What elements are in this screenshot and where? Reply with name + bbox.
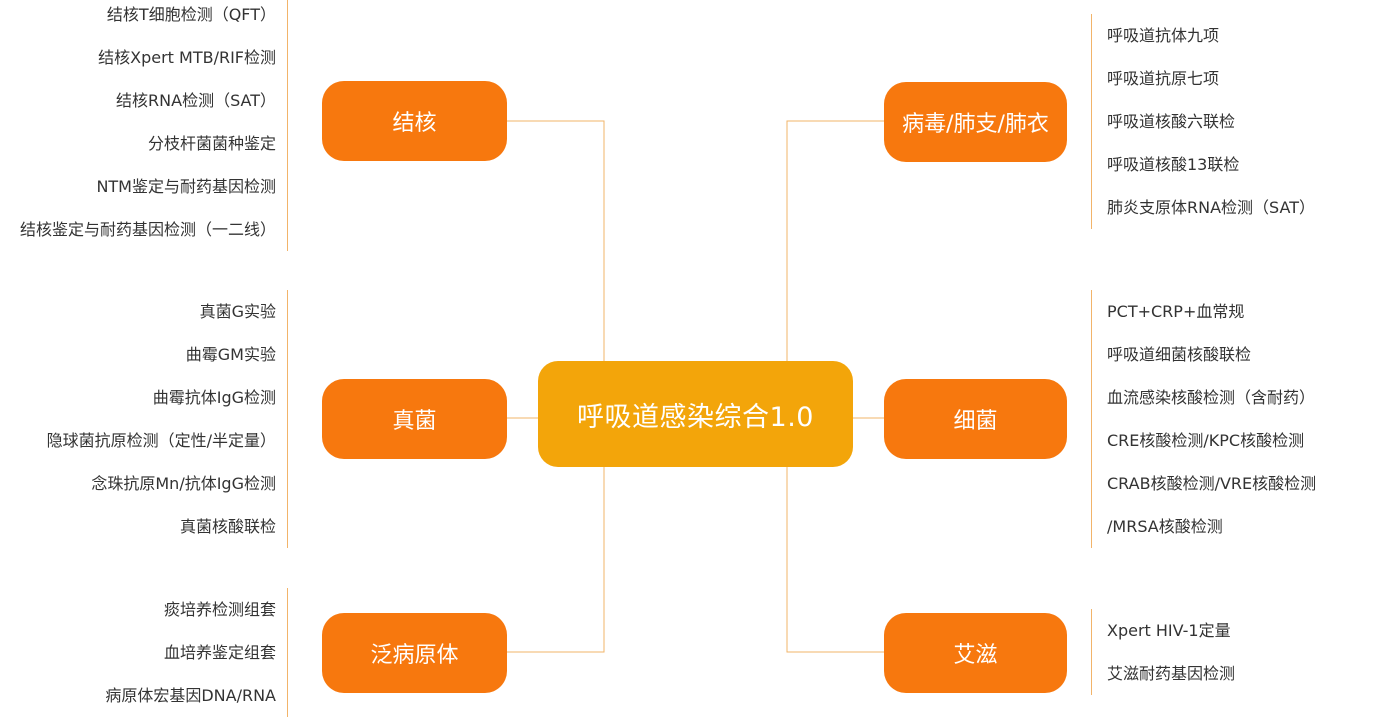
connector-pan — [507, 467, 605, 653]
list-item: 结核鉴定与耐药基因检测（一二线） — [19, 220, 276, 239]
list-item: CRE核酸检测/KPC核酸检测 — [1107, 431, 1305, 450]
list-item: 痰培养检测组套 — [163, 600, 276, 619]
list-item: 结核RNA检测（SAT） — [116, 91, 276, 110]
list-fungus: 真菌G实验 曲霉GM实验 曲霉抗体IgG检测 隐球菌抗原检测（定性/半定量） 念… — [47, 290, 288, 548]
list-item: 曲霉抗体IgG检测 — [152, 388, 276, 407]
node-pan-pathogen-label: 泛病原体 — [370, 643, 459, 668]
list-item: 真菌G实验 — [199, 302, 276, 321]
list-item: 真菌核酸联检 — [179, 517, 276, 536]
list-item: 呼吸道抗体九项 — [1107, 26, 1220, 45]
node-bacteria-label: 细菌 — [953, 409, 998, 434]
list-item: 血流感染核酸检测（含耐药） — [1107, 388, 1316, 407]
list-item: 呼吸道抗原七项 — [1107, 69, 1220, 88]
list-item: PCT+CRP+血常规 — [1107, 302, 1245, 321]
center-label: 呼吸道感染综合1.0 — [577, 401, 814, 433]
list-item: 分枝杆菌菌种鉴定 — [147, 134, 276, 153]
list-item: 念珠抗原Mn/抗体IgG检测 — [91, 474, 276, 493]
list-item: 隐球菌抗原检测（定性/半定量） — [46, 431, 276, 450]
list-bacteria: PCT+CRP+血常规 呼吸道细菌核酸联检 血流感染核酸检测（含耐药） CRE核… — [1091, 290, 1316, 548]
node-virus: 病毒/肺支/肺衣 — [884, 82, 1067, 162]
node-tb: 结核 — [322, 81, 507, 161]
list-item: 血培养鉴定组套 — [163, 643, 276, 662]
node-aids-label: 艾滋 — [953, 643, 998, 668]
node-aids: 艾滋 — [884, 613, 1067, 693]
list-aids: Xpert HIV-1定量 艾滋耐药基因检测 — [1091, 609, 1235, 695]
list-item: 结核Xpert MTB/RIF检测 — [98, 48, 276, 67]
connector-aids — [786, 467, 884, 653]
node-tb-label: 结核 — [392, 111, 437, 136]
list-pan-pathogen: 痰培养检测组套 血培养鉴定组套 病原体宏基因DNA/RNA — [105, 588, 288, 717]
list-tb: 结核T细胞检测（QFT） 结核Xpert MTB/RIF检测 结核RNA检测（S… — [20, 0, 288, 251]
list-item: 病原体宏基因DNA/RNA — [105, 686, 276, 705]
node-bacteria: 细菌 — [884, 379, 1067, 459]
connector-virus — [786, 120, 884, 361]
list-item: 艾滋耐药基因检测 — [1107, 664, 1236, 683]
list-item: 肺炎支原体RNA检测（SAT） — [1107, 198, 1315, 217]
connector-tb — [507, 120, 605, 361]
node-pan-pathogen: 泛病原体 — [322, 613, 507, 693]
list-item: 呼吸道细菌核酸联检 — [1107, 345, 1252, 364]
center-node: 呼吸道感染综合1.0 — [538, 361, 853, 467]
node-virus-label: 病毒/肺支/肺衣 — [902, 112, 1049, 137]
list-item: /MRSA核酸检测 — [1107, 517, 1223, 536]
list-item: Xpert HIV-1定量 — [1107, 621, 1231, 640]
list-item: 呼吸道核酸13联检 — [1107, 155, 1240, 174]
list-item: 呼吸道核酸六联检 — [1107, 112, 1236, 131]
node-fungus-label: 真菌 — [392, 409, 437, 434]
list-virus: 呼吸道抗体九项 呼吸道抗原七项 呼吸道核酸六联检 呼吸道核酸13联检 肺炎支原体… — [1091, 14, 1315, 229]
list-item: NTM鉴定与耐药基因检测 — [96, 177, 276, 196]
node-fungus: 真菌 — [322, 379, 507, 459]
list-item: 曲霉GM实验 — [185, 345, 276, 364]
list-item: 结核T细胞检测（QFT） — [106, 5, 276, 24]
list-item: CRAB核酸检测/VRE核酸检测 — [1107, 474, 1317, 493]
